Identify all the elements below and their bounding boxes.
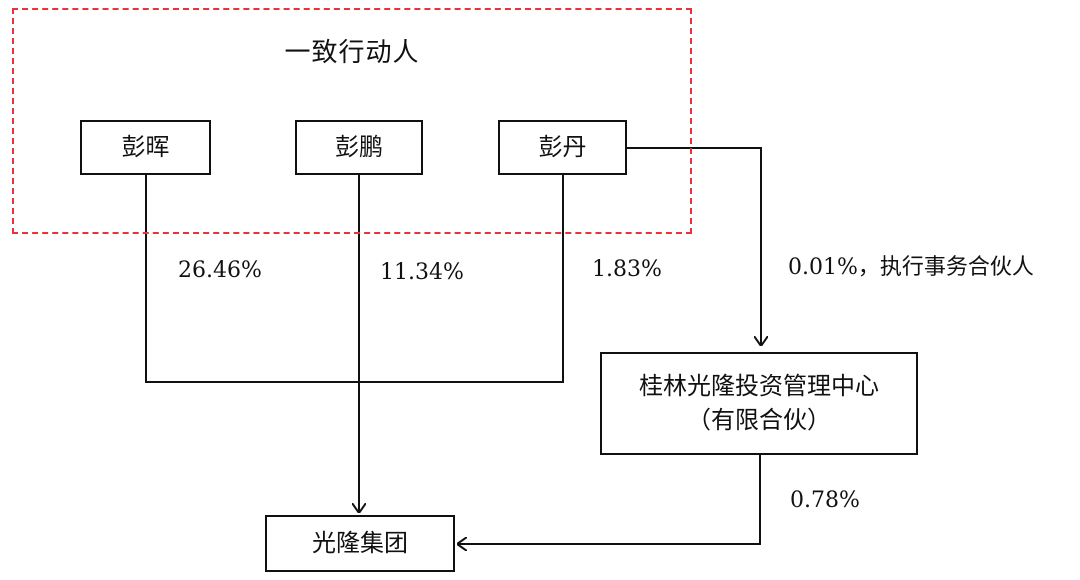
share-label-dan-partnership: 0.01%，执行事务合伙人 bbox=[788, 255, 1034, 280]
partnership-name: 桂林光隆投资管理中心 bbox=[639, 371, 879, 400]
share-label-partnership: 0.78% bbox=[790, 488, 860, 513]
line-dan-to-merge bbox=[359, 175, 564, 383]
person-node-huihui: 彭晖 bbox=[80, 120, 211, 175]
line-huihui-to-merge bbox=[145, 175, 359, 383]
person-node-peng: 彭鹏 bbox=[295, 120, 423, 175]
person-node-dan: 彭丹 bbox=[498, 120, 627, 175]
share-label-dan: 1.83% bbox=[592, 257, 662, 282]
person-name-peng: 彭鹏 bbox=[335, 132, 383, 161]
person-name-huihui: 彭晖 bbox=[121, 132, 170, 161]
target-company-node: 光隆集团 bbox=[265, 515, 455, 572]
person-name-dan: 彭丹 bbox=[538, 132, 587, 161]
partnership-node: 桂林光隆投资管理中心 （有限合伙） bbox=[600, 352, 918, 455]
share-label-huihui: 26.46% bbox=[178, 258, 262, 283]
share-label-peng: 11.34% bbox=[380, 260, 464, 285]
target-company-name: 光隆集团 bbox=[312, 528, 408, 557]
arrow-dan-to-partnership bbox=[627, 147, 761, 345]
acting-in-concert-group bbox=[12, 8, 692, 234]
arrow-partnership-to-target bbox=[458, 455, 761, 544]
group-title: 一致行动人 bbox=[284, 38, 420, 68]
partnership-type: （有限合伙） bbox=[687, 405, 831, 434]
